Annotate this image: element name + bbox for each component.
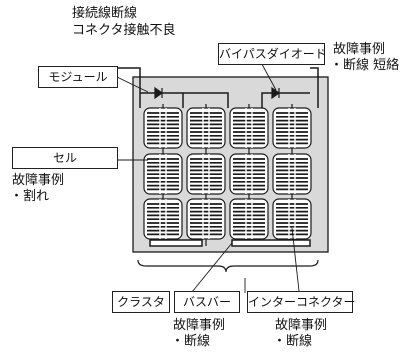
- solar-cell: [272, 198, 312, 240]
- cluster-label: クラスタ: [112, 291, 170, 313]
- solar-cell: [186, 198, 226, 240]
- solar-cell: [186, 153, 226, 195]
- solar-cell: [272, 153, 312, 195]
- interconnector-fault-detail: ・断線: [273, 334, 313, 349]
- leader-lines: [116, 54, 300, 293]
- busbar-fault-detail: ・断線: [171, 334, 211, 349]
- solar-cell: [229, 107, 269, 149]
- interconnector-label: インターコネクター: [247, 291, 356, 313]
- solar-cell: [229, 153, 269, 195]
- busbar-label: バスバー: [174, 291, 240, 313]
- top-fault-line-1: 接続線断線: [72, 6, 138, 21]
- module-label: モジュール: [38, 66, 118, 88]
- solar-cell: [272, 107, 312, 149]
- bypass-diode-label: バイパスダイオード: [218, 43, 327, 65]
- cluster-bracket: [137, 259, 319, 273]
- solar-cell: [229, 198, 269, 240]
- cell-label: セル: [12, 147, 118, 169]
- bypass-fault-detail: ・断線 短絡: [330, 58, 400, 73]
- bypass-diode-left: [154, 86, 164, 100]
- cell-fault-heading: 故障事例: [12, 173, 65, 188]
- top-fault-line-2: コネクタ接触不良: [72, 23, 176, 38]
- solar-cell: [143, 107, 183, 149]
- interconnector-fault-heading: 故障事例: [275, 318, 328, 333]
- bypass-fault-heading: 故障事例: [333, 42, 386, 57]
- solar-cell: [186, 107, 226, 149]
- cell-fault-detail: ・割れ: [10, 189, 50, 204]
- bypass-diode-right: [271, 86, 281, 100]
- solar-cell: [143, 153, 183, 195]
- solar-cell: [143, 198, 183, 240]
- busbar-fault-heading: 故障事例: [173, 318, 226, 333]
